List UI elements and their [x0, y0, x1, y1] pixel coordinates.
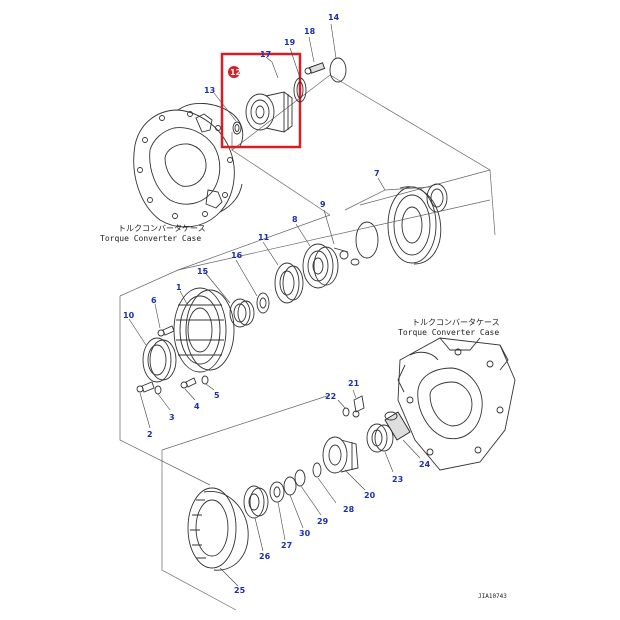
- callout-25: 25: [234, 586, 246, 595]
- part-29-snap-ring: [294, 469, 306, 487]
- part-15-bearing: [229, 298, 255, 328]
- callout-14: 14: [328, 13, 340, 22]
- part-14-o-ring: [329, 57, 347, 83]
- callout-16: 16: [231, 251, 243, 260]
- part-1-ring-gear: [173, 287, 235, 373]
- part-10-flange: [142, 337, 177, 383]
- callout-labels: 12 13 17 19 18 14 7 9 8 11 16 15 1 6 10 …: [123, 13, 431, 595]
- callout-26: 26: [259, 552, 271, 561]
- part-6-bolt: [157, 325, 175, 337]
- callout-12: 12: [230, 68, 241, 77]
- part-8-gear: [302, 243, 339, 289]
- torque-converter-case-top: [133, 103, 244, 228]
- callout-22: 22: [325, 392, 336, 401]
- callout-24: 24: [419, 460, 431, 469]
- part-11-gear: [274, 262, 304, 304]
- part-22-washer: [342, 407, 350, 417]
- part-24-sleeve: [384, 411, 411, 441]
- torque-converter-case-right: [397, 337, 516, 471]
- callout-7: 7: [374, 169, 380, 178]
- part-25-ring-gear: [187, 487, 249, 571]
- part-30-snap-ring: [283, 476, 297, 496]
- callout-30: 30: [299, 529, 311, 538]
- callout-15: 15: [197, 267, 209, 276]
- callout-27: 27: [281, 541, 292, 550]
- callout-1: 1: [176, 283, 182, 292]
- callout-9: 9: [320, 200, 326, 209]
- callout-18: 18: [304, 27, 316, 36]
- part-5-washer: [201, 375, 209, 385]
- drawing-id: JIA10743: [478, 593, 507, 600]
- case-top-caption-en: Torque Converter Case: [100, 234, 201, 243]
- highlight-box-part-12: [220, 52, 302, 149]
- case-right-caption-jp: トルクコンバータケース: [412, 318, 500, 327]
- part-12-marker: [228, 66, 240, 78]
- callout-13: 13: [204, 86, 215, 95]
- part-13-oil-seal: [232, 121, 242, 135]
- callout-28: 28: [343, 505, 355, 514]
- callout-5: 5: [214, 391, 220, 400]
- case-top-caption-jp: トルクコンバータケース: [118, 224, 206, 233]
- callout-8: 8: [292, 215, 298, 224]
- part-26-gear: [243, 485, 269, 519]
- part-7-piston-assembly: [355, 183, 448, 265]
- part-2-bolt: [136, 381, 155, 393]
- callout-6: 6: [151, 296, 157, 305]
- callout-20: 20: [364, 491, 376, 500]
- part-9-pin: [333, 247, 360, 266]
- callout-29: 29: [317, 517, 329, 526]
- part-18-bolt: [304, 62, 326, 75]
- callout-10: 10: [123, 311, 135, 320]
- part-27-bearing: [269, 481, 285, 503]
- callout-2: 2: [147, 430, 153, 439]
- callout-21: 21: [348, 379, 360, 388]
- callout-17: 17: [260, 50, 271, 59]
- part-23-bearing: [366, 423, 394, 453]
- part-20-coupling: [322, 436, 359, 474]
- callout-4: 4: [194, 402, 200, 411]
- part-28-ring: [312, 462, 322, 478]
- case-right-caption-en: Torque Converter Case: [398, 328, 499, 337]
- part-4-bolt: [180, 377, 197, 389]
- part-3-washer: [154, 385, 162, 395]
- part-16-collar: [256, 292, 270, 314]
- callout-11: 11: [258, 233, 270, 242]
- callout-3: 3: [169, 413, 175, 422]
- callout-23: 23: [392, 475, 403, 484]
- part-21-bolt: [352, 395, 365, 418]
- part-12-coupling-flange: [245, 91, 293, 133]
- callout-19: 19: [284, 38, 296, 47]
